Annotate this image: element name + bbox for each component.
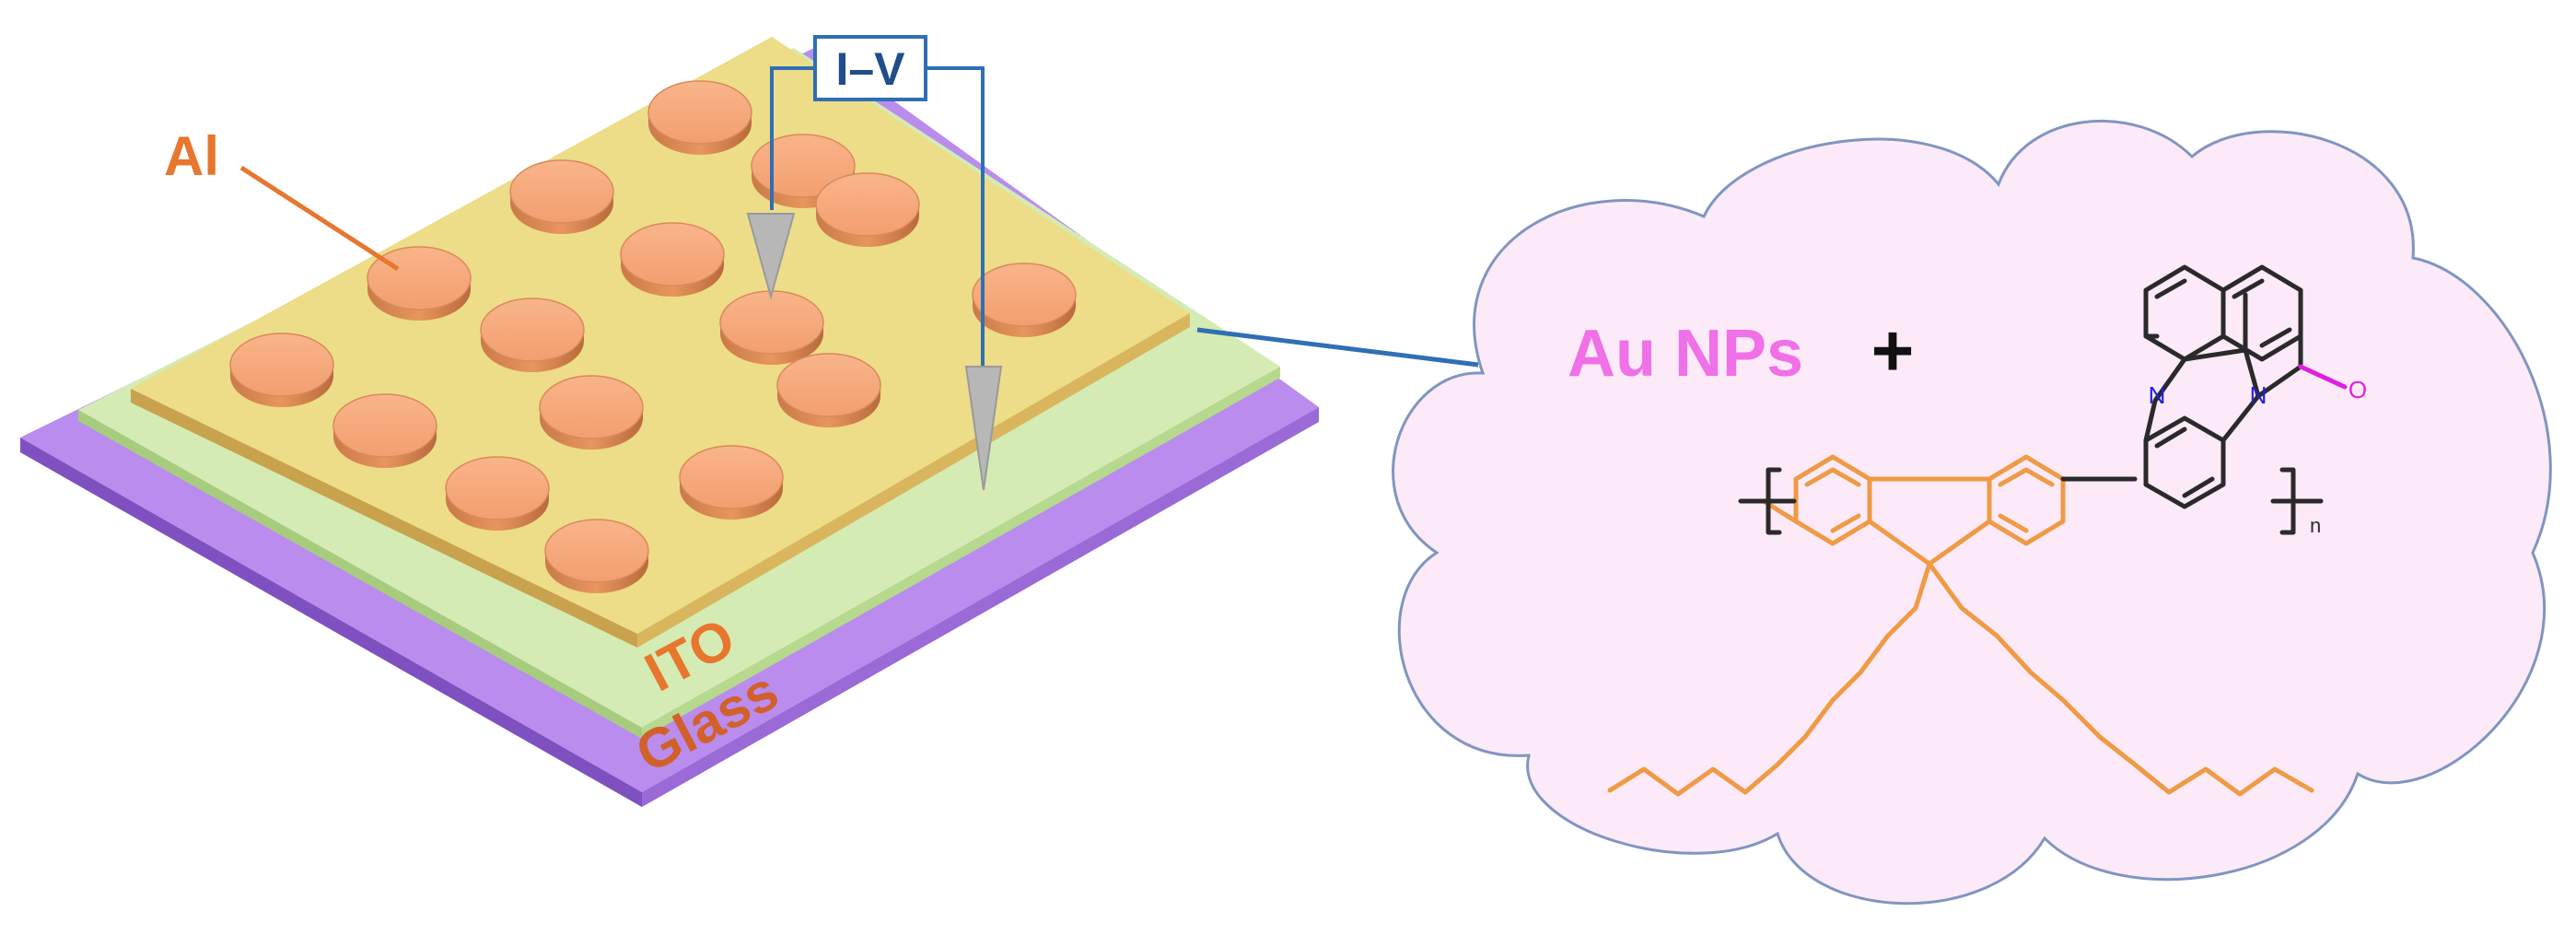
al-electrode — [332, 393, 437, 468]
al-electrode — [719, 290, 824, 365]
al-electrode-top — [332, 393, 437, 458]
al-electrode — [509, 159, 614, 234]
naphthalimide-unit — [2143, 264, 2303, 509]
al-electrode — [815, 172, 920, 247]
al-electrode — [229, 333, 334, 407]
al-electrode-top — [445, 456, 550, 520]
al-electrode — [367, 246, 472, 321]
al-electrode-top — [679, 445, 784, 509]
iv-measurement: I–V — [746, 35, 1003, 491]
al-label: Al — [164, 125, 219, 187]
al-electrode-top — [751, 134, 856, 198]
al-electrode-array — [229, 80, 1077, 593]
nitrogen-atom-2: N — [2250, 381, 2267, 409]
al-electrode — [972, 263, 1077, 337]
connector-line — [1196, 327, 1479, 368]
device-stack — [20, 37, 1319, 807]
al-electrode-top — [719, 290, 824, 355]
al-electrode-top — [972, 263, 1077, 327]
probe-arrow-right — [964, 366, 1003, 491]
al-electrode — [647, 80, 752, 155]
al-electrode-top — [776, 353, 881, 417]
cloud-shape — [1392, 119, 2552, 906]
al-electrode — [776, 353, 881, 427]
iv-label: I–V — [835, 43, 905, 95]
al-electrode — [445, 456, 550, 531]
oxygen-atom: O — [2349, 376, 2367, 403]
iv-box — [813, 35, 927, 101]
polymer-structure — [1607, 264, 2348, 797]
al-electrode — [679, 445, 784, 520]
material-cloud — [1392, 119, 2552, 906]
al-leader-line — [239, 165, 400, 272]
active-layer — [131, 37, 1190, 648]
al-electrode — [544, 519, 649, 593]
al-electrode-top — [544, 519, 649, 583]
al-electrode-top — [620, 222, 725, 286]
al-electrode-top — [815, 172, 920, 237]
nitrogen-atom-1: N — [2149, 381, 2166, 409]
al-electrode — [539, 375, 644, 450]
al-electrode-top — [367, 246, 472, 310]
al-electrode — [751, 134, 856, 208]
al-electrode — [620, 222, 725, 297]
iv-wire-left — [770, 66, 815, 210]
al-electrode-top — [480, 298, 585, 362]
probe-arrow-left — [746, 213, 796, 300]
plus-sign: + — [1871, 310, 1915, 392]
al-electrode-top — [509, 159, 614, 224]
fluorene-unit — [1607, 454, 2314, 797]
al-electrode-top — [647, 80, 752, 145]
iv-wire-right — [926, 66, 985, 368]
al-electrode-top — [229, 333, 334, 397]
repeat-subscript: n — [2310, 514, 2321, 537]
repeat-brackets — [1738, 467, 2324, 535]
al-electrode — [480, 298, 585, 372]
al-electrode-top — [539, 375, 644, 439]
au-nps-label: Au NPs — [1568, 317, 1803, 391]
